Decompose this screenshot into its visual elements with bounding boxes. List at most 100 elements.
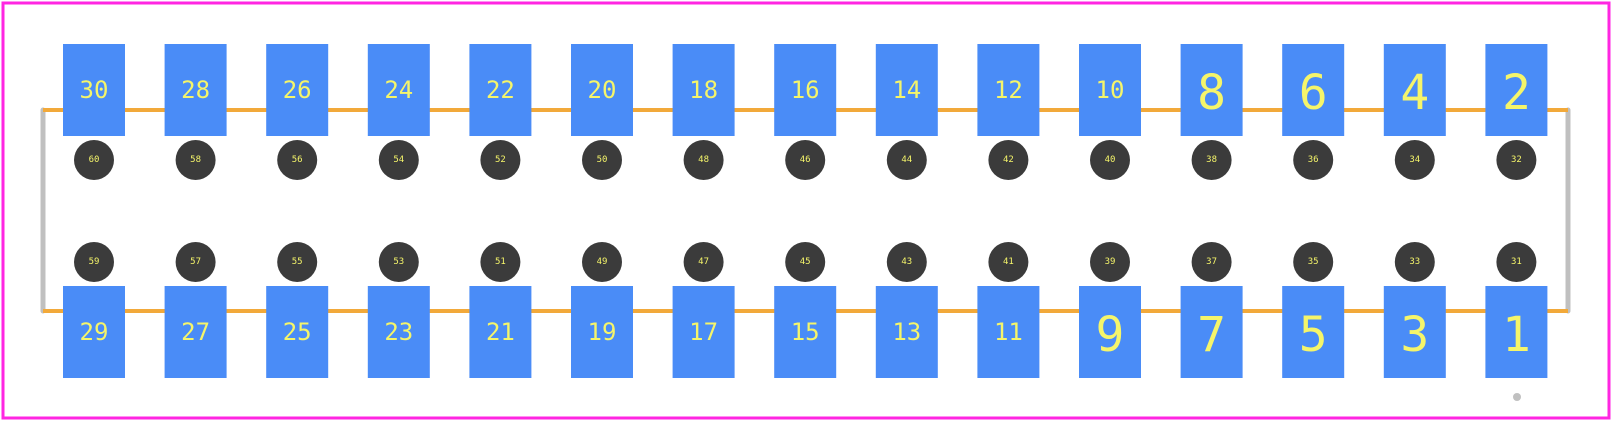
pad [469, 44, 532, 136]
mounting-hole [988, 242, 1029, 282]
mounting-hole [1191, 242, 1232, 282]
hole-number: 55 [292, 257, 303, 267]
pad-number: 15 [791, 318, 820, 346]
pad-number: 4 [1400, 65, 1429, 121]
pad [672, 286, 735, 378]
mounting-hole [1293, 242, 1334, 282]
hole-number: 35 [1308, 257, 1319, 267]
pad [1282, 44, 1345, 136]
pad-number: 14 [892, 76, 921, 104]
pad [1383, 286, 1446, 378]
mounting-hole [785, 242, 826, 282]
pad-number: 11 [994, 318, 1023, 346]
pad [1180, 286, 1243, 378]
hole-number: 31 [1511, 257, 1522, 267]
pad-number: 3 [1400, 307, 1429, 363]
mounting-hole [582, 242, 622, 282]
pad-number: 24 [384, 76, 413, 104]
pad-number: 25 [283, 318, 312, 346]
pad-number: 30 [80, 76, 109, 104]
pad [164, 286, 227, 378]
hole-number: 46 [800, 155, 811, 165]
mounting-hole [582, 140, 622, 180]
mounting-hole [886, 242, 927, 282]
mounting-hole [1496, 140, 1537, 180]
pad-number: 9 [1096, 307, 1125, 363]
pin-one-marker [1513, 393, 1521, 401]
pad [469, 286, 532, 378]
pad [367, 286, 430, 378]
top-pad-row: 30 28 26 24 22 20 18 16 14 12 10 8 6 4 2 [63, 44, 1548, 136]
pad-number: 16 [791, 76, 820, 104]
pad-number: 8 [1197, 65, 1226, 121]
mounting-hole [480, 140, 521, 180]
mounting-hole [1394, 140, 1435, 180]
pad-number: 5 [1299, 307, 1328, 363]
pad [571, 44, 633, 136]
pad [1079, 286, 1141, 378]
pad [672, 44, 735, 136]
mounting-hole [1293, 140, 1334, 180]
hole-number: 34 [1409, 155, 1420, 165]
pad-number: 29 [80, 318, 109, 346]
hole-number: 41 [1003, 257, 1014, 267]
pad [1180, 44, 1243, 136]
mounting-hole [988, 140, 1029, 180]
pad [1485, 44, 1548, 136]
mounting-hole [683, 140, 724, 180]
hole-number: 54 [393, 155, 404, 165]
pad-number: 20 [588, 76, 617, 104]
pad-number: 13 [892, 318, 921, 346]
pad-number: 26 [283, 76, 312, 104]
mounting-hole [277, 140, 318, 180]
pad-number: 6 [1299, 65, 1328, 121]
pad [977, 44, 1040, 136]
pad [977, 286, 1040, 378]
pad-number: 10 [1096, 76, 1125, 104]
mounting-hole [1090, 140, 1130, 180]
pad-number: 18 [689, 76, 718, 104]
hole-number: 49 [597, 257, 608, 267]
hole-number: 53 [393, 257, 404, 267]
mounting-hole [785, 140, 826, 180]
hole-number: 60 [89, 155, 100, 165]
mounting-hole [378, 140, 419, 180]
pad [63, 44, 125, 136]
pad [774, 44, 837, 136]
hole-number: 39 [1105, 257, 1116, 267]
pad [571, 286, 633, 378]
pad [875, 44, 938, 136]
hole-number: 45 [800, 257, 811, 267]
pad [1079, 44, 1141, 136]
hole-number: 56 [292, 155, 303, 165]
pad-number: 22 [486, 76, 515, 104]
hole-number: 59 [89, 257, 100, 267]
hole-number: 51 [495, 257, 506, 267]
pad [1485, 286, 1548, 378]
pad-number: 28 [181, 76, 210, 104]
pad [367, 44, 430, 136]
mounting-hole [683, 242, 724, 282]
pad [1383, 44, 1446, 136]
pad-number: 23 [384, 318, 413, 346]
hole-number: 47 [698, 257, 709, 267]
hole-number: 57 [190, 257, 201, 267]
pad-number: 2 [1502, 65, 1531, 121]
pad [266, 286, 329, 378]
hole-number: 58 [190, 155, 201, 165]
mounting-hole [886, 140, 927, 180]
pad-number: 21 [486, 318, 515, 346]
mounting-hole [74, 242, 114, 282]
pad [1282, 286, 1345, 378]
mounting-hole [378, 242, 419, 282]
hole-number: 52 [495, 155, 506, 165]
mounting-hole [480, 242, 521, 282]
mounting-hole [74, 140, 114, 180]
mounting-hole [1394, 242, 1435, 282]
pad-number: 12 [994, 76, 1023, 104]
